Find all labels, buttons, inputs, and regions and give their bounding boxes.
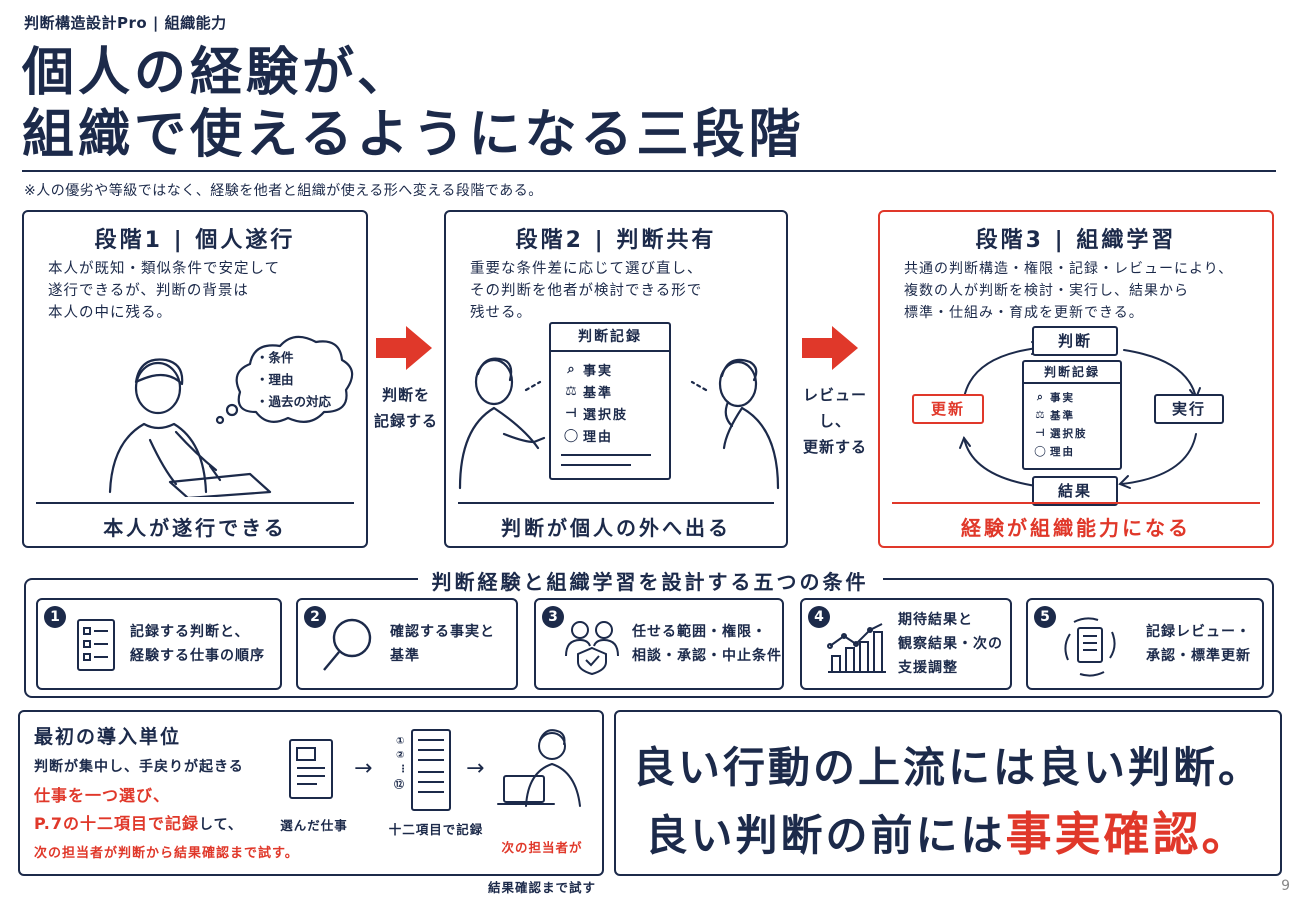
bar-chart-trend-icon [827,623,886,673]
record-item-reason: ◯理由 [561,424,659,446]
record-title: 判断記録 [551,324,669,352]
title-divider [22,170,1276,172]
magnifier-icon [323,618,372,671]
condition-1: 1 記録する判断と、 経験する仕事の順序 [36,598,282,690]
arrow-2-label: レビューし、 更新する [802,386,867,456]
scale-icon: ⚖ [1035,409,1047,421]
checklist-icon [77,619,115,671]
cycle-step-result: 結果 [1032,476,1118,506]
title-line-2: 組織で使えるようになる三段階 [22,104,805,165]
record-item-criteria: ⚖基準 [1032,406,1112,424]
breadcrumb: 判断構造設計Pro | 組織能力 [24,14,227,32]
svg-text:①: ① [396,736,404,747]
record-item-options: ⊣選択肢 [561,402,659,424]
record-item-criteria: ⚖基準 [561,380,659,402]
conditions-heading: 判断経験と組織学習を設計する五つの条件 [0,566,1300,595]
record-item-fact: ⌕事実 [561,358,659,380]
stage-3-outcome: 経験が組織能力になる [961,516,1191,540]
record-item-fact: ⌕事実 [1032,388,1112,406]
stage-3-description: 共通の判断構造・権限・記録・レビューにより、 複数の人が判断を検討・実行し、結果… [904,261,1234,321]
stage-2-outcome: 判断が個人の外へ出る [501,516,731,540]
team-shield-icon [565,621,619,676]
record-item-reason: ◯理由 [1032,442,1112,460]
document-icon [289,739,333,799]
stage-1-description: 本人が既知・類似条件で安定して 遂行できるが、判断の背景は 本人の中に残る。 [48,261,281,321]
step-caption-3: 次の担当者が 結果確認まで試す [487,840,596,895]
condition-2: 2 確認する事実と 基準 [296,598,518,690]
stage-3-title: 段階3 | 組織学習 [975,228,1177,253]
stage-2-title: 段階2 | 判断共有 [515,228,717,253]
speech-bubble-icon: ◯ [563,427,581,443]
intro-line-3: P.7の十二項目で記録して、 [34,814,243,833]
record-title: 判断記録 [1024,362,1120,384]
stage-3-divider [892,502,1260,504]
magnifier-icon: ⌕ [567,361,577,377]
scale-icon: ⚖ [565,383,579,399]
signpost-icon: ⊣ [565,405,579,421]
cycle-step-judgment: 判断 [1032,326,1118,356]
stage-1-outcome: 本人が遂行できる [103,516,287,540]
step-caption-2: 十二項目で記録 [388,822,484,837]
page-title: 個人の経験が、 組織で使えるようになる三段階 [22,42,804,166]
condition-number: 4 [808,606,830,628]
stage-1-card: 段階1 | 個人遂行 本人が既知・類似条件で安定して 遂行できるが、判断の背景は… [22,210,368,548]
key-message-card: 良い行動の上流には良い判断。 良い判断の前には事実確認。 [614,710,1282,876]
person-writing-illustration: ・条件 ・理由 ・過去の対応 [108,335,354,497]
intro-line-2: 仕事を一つ選び、 [34,786,171,805]
intro-title: 最初の導入単位 [34,726,182,748]
condition-3: 3 任せる範囲・権限・ 相談・承認・中止条件 [534,598,784,690]
step-caption-1: 選んだ仕事 [280,818,348,833]
judgment-record-card: 判断記録 ⌕事実 ⚖基準 ⊣選択肢 ◯理由 [549,322,671,480]
magnifier-icon: ⌕ [1037,390,1045,403]
svg-text:・理由: ・理由 [256,372,294,387]
person-laptop-icon [497,729,581,807]
arrow-1-label: 判断を 記録する [373,386,438,430]
condition-4: 4 期待結果と 観察結果・次の 支援調整 [800,598,1012,690]
condition-number: 2 [304,606,326,628]
condition-number: 5 [1034,606,1056,628]
stage-2-divider [458,502,774,504]
arrow-right-icon: → [354,756,373,781]
thought-bubble-text: ・条件 ・理由 ・過去の対応 [256,350,332,409]
stage-1-divider [36,502,354,504]
stage-1-title: 段階1 | 個人遂行 [94,228,296,253]
condition-5: 5 記録レビュー・ 承認・標準更新 [1026,598,1264,690]
svg-text:・条件: ・条件 [256,350,294,365]
key-message-line-1: 良い行動の上流には良い判断。 [632,743,1263,792]
title-line-1: 個人の経験が、 [22,42,413,103]
two-people-discussing-illustration [458,357,780,490]
svg-text:⋮: ⋮ [398,764,408,775]
condition-number: 3 [542,606,564,628]
page-number: 9 [1281,878,1290,894]
document-cycle-icon [1064,617,1116,677]
arrow-right-icon: → [466,756,485,781]
cycle-step-execute: 実行 [1154,394,1224,424]
intro-line-1: 判断が集中し、手戻りが起きる [34,759,244,775]
condition-text: 任せる範囲・権限・ 相談・承認・中止条件 [632,624,782,664]
judgment-record-card-small: 判断記録 ⌕事実 ⚖基準 ⊣選択肢 ◯理由 [1022,360,1122,470]
condition-text: 確認する事実と 基準 [390,624,495,664]
arrow-right-icon [802,326,858,370]
condition-text: 期待結果と 観察結果・次の 支援調整 [898,612,1003,676]
svg-text:⑫: ⑫ [394,778,404,791]
intro-line-4: 次の担当者が判断から結果確認まで試す。 [34,846,299,861]
condition-text: 記録レビュー・ 承認・標準更新 [1146,624,1251,664]
svg-text:・過去の対応: ・過去の対応 [256,394,332,409]
record-item-options: ⊣選択肢 [1032,424,1112,442]
stage-3-card: 段階3 | 組織学習 共通の判断構造・権限・記録・レビューにより、 複数の人が判… [878,210,1274,548]
intro-unit-card: 最初の導入単位 判断が集中し、手戻りが起きる 仕事を一つ選び、 P.7の十二項目… [18,710,604,895]
page-subtitle: ※人の優劣や等級ではなく、経験を他者と組織が使える形へ変える段階である。 [24,183,543,199]
speech-bubble-icon: ◯ [1034,445,1048,457]
condition-text: 記録する判断と、 経験する仕事の順序 [130,624,265,664]
arrow-right-icon [376,326,432,370]
key-message-line-2: 良い判断の前には事実確認。 [645,807,1251,861]
stage-2-card: 段階2 | 判断共有 重要な条件差に応じて選び直し、 その判断を他者が検討できる… [444,210,788,548]
condition-number: 1 [44,606,66,628]
cycle-arrows-icon [959,341,1201,489]
svg-text:②: ② [396,750,404,761]
numbered-list-icon: ① ② ⋮ ⑫ [394,729,451,811]
signpost-icon: ⊣ [1035,427,1047,439]
cycle-step-update: 更新 [912,394,984,424]
stage-2-description: 重要な条件差に応じて選び直し、 その判断を他者が検討できる形で 残せる。 [470,261,703,321]
